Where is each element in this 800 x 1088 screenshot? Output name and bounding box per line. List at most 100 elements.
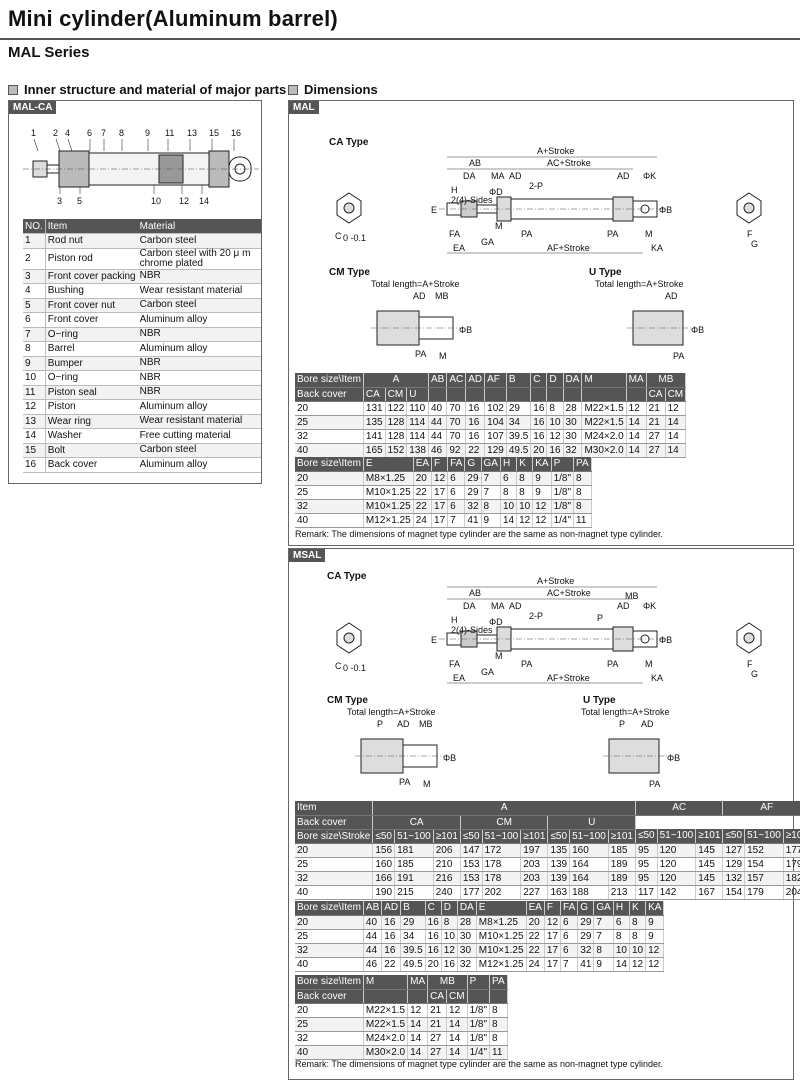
- table-cell: 132: [722, 871, 746, 886]
- table-cell: 7: [560, 957, 579, 972]
- table-cell: 22: [413, 499, 433, 514]
- table-cell: 139: [547, 871, 571, 886]
- table-cell: 49.5: [506, 443, 532, 458]
- panel-tag: MAL-CA: [9, 101, 57, 114]
- table-cell: 40: [295, 957, 364, 972]
- table-cell: 27: [646, 429, 666, 444]
- parts-cell: 7: [23, 327, 46, 342]
- table-header-cell: M: [363, 975, 409, 990]
- dimension-label: AB: [469, 158, 481, 168]
- table-header-cell: 51~100: [569, 829, 609, 844]
- mal-cm-type-label: CM Type: [329, 267, 370, 278]
- callout-number: 13: [187, 128, 197, 138]
- table-cell: 6: [447, 471, 466, 486]
- table-cell: 164: [569, 871, 609, 886]
- table-cell: 122: [385, 401, 408, 416]
- parts-cell: 1: [23, 233, 46, 249]
- table-cell: 147: [460, 843, 483, 858]
- table-cell: 165: [363, 443, 386, 458]
- dimension-label: ΦB: [459, 325, 472, 335]
- parts-cell: 9: [23, 356, 46, 371]
- table-cell: 216: [433, 871, 461, 886]
- table-cell: 10: [546, 415, 564, 430]
- table-cell: 16: [381, 929, 402, 944]
- title-divider: [0, 38, 800, 40]
- dimension-label: AD: [665, 291, 678, 301]
- table-header-cell: [446, 387, 467, 402]
- table-cell: 16: [425, 915, 442, 930]
- table-header-cell: H: [500, 457, 518, 472]
- table-header-cell: U: [547, 815, 636, 830]
- dimension-label: KA: [651, 243, 663, 253]
- dimension-label: GA: [481, 237, 494, 247]
- parts-cell: Wear resistant material: [137, 414, 261, 429]
- parts-cell: NBR: [137, 269, 261, 284]
- table-cell: 30: [457, 929, 477, 944]
- table-cell: M8×1.25: [476, 915, 527, 930]
- dimension-label: AB: [469, 588, 481, 598]
- table-cell: 131: [363, 401, 386, 416]
- table-cell: 177: [460, 885, 483, 900]
- dimension-label: A+Stroke: [537, 576, 574, 586]
- table-header-cell: P: [467, 975, 491, 990]
- dimension-label: PA: [399, 777, 410, 787]
- table-header-cell: FA: [447, 457, 466, 472]
- dimension-label: ΦB: [667, 753, 680, 763]
- table-header-cell: ≤50: [372, 829, 396, 844]
- table-header-cell: F: [544, 901, 562, 916]
- table-header-cell: [467, 989, 491, 1004]
- table-header-cell: CA: [646, 387, 666, 402]
- table-cell: 153: [460, 857, 483, 872]
- table-cell: 189: [608, 857, 636, 872]
- table-cell: 9: [593, 957, 614, 972]
- table-cell: 17: [544, 943, 562, 958]
- table-cell: 34: [506, 415, 532, 430]
- dimension-label: ΦB: [659, 635, 672, 645]
- table-cell: 34: [400, 929, 426, 944]
- dimension-label: M: [645, 229, 653, 239]
- table-cell: 8: [629, 915, 647, 930]
- parts-cell: 16: [23, 457, 46, 473]
- table-header-cell: [530, 387, 548, 402]
- table-cell: 21: [427, 1003, 448, 1018]
- dimension-label: PA: [673, 351, 684, 361]
- parts-cell: Aluminum alloy: [137, 457, 261, 473]
- table-cell: 157: [744, 871, 784, 886]
- table-cell: 20: [295, 401, 364, 416]
- table-cell: 20: [295, 1003, 364, 1018]
- dimension-label: FA: [449, 659, 460, 669]
- table-header-cell: [428, 387, 448, 402]
- table-cell: 40: [363, 915, 383, 930]
- table-header-cell: [626, 387, 647, 402]
- table-cell: 152: [744, 843, 784, 858]
- table-cell: 32: [457, 957, 477, 972]
- dimension-label: PA: [607, 659, 618, 669]
- table-cell: 240: [433, 885, 461, 900]
- table-cell: 6: [613, 915, 630, 930]
- parts-header-cell: NO.: [23, 219, 46, 234]
- table-cell: 14: [407, 1031, 429, 1046]
- table-header-cell: H: [613, 901, 630, 916]
- bullet-square-icon: [288, 84, 298, 95]
- table-cell: 8: [516, 471, 534, 486]
- callout-leader: [33, 138, 39, 152]
- table-header-cell: K: [516, 457, 534, 472]
- msal-ca-type-label: CA Type: [327, 571, 367, 582]
- table-cell: 160: [372, 857, 396, 872]
- table-cell: 163: [547, 885, 571, 900]
- parts-cell: 11: [23, 385, 46, 400]
- table-cell: 156: [372, 843, 396, 858]
- msal-u-total-length: Total length=A+Stroke: [581, 707, 670, 717]
- table-cell: 29: [577, 929, 595, 944]
- table-header-cell: KA: [645, 901, 665, 916]
